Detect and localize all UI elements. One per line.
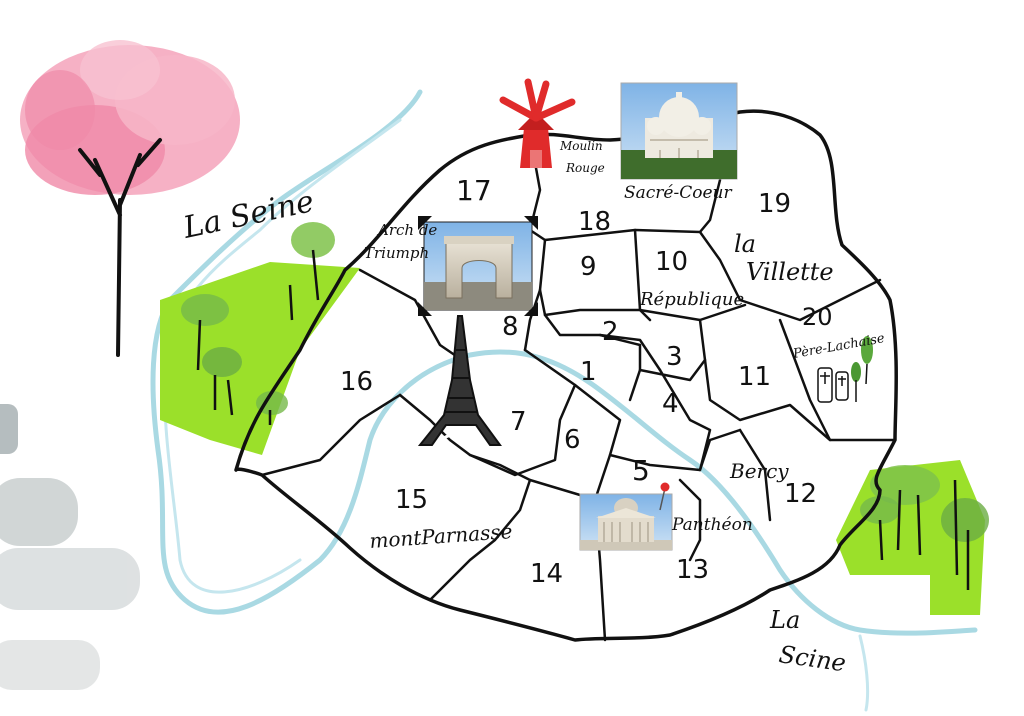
sacre-coeur-photo[interactable] (620, 82, 738, 180)
cemetery-cross-icon (817, 336, 873, 403)
pantheon-photo[interactable] (579, 493, 673, 551)
label-pantheon: Panthéon (671, 515, 753, 535)
river-label-la: La (769, 606, 800, 634)
map-pin-icon[interactable] (659, 482, 670, 511)
district-bercy: Bercy (729, 459, 789, 483)
label-moulin: Moulin (559, 139, 603, 153)
arrondissement-20: 20 (802, 303, 833, 331)
arc-de-triomphe-photo[interactable] (418, 216, 538, 316)
arrondissement-numbers: 1 2 3 4 5 6 7 8 9 10 11 12 13 14 15 16 1… (340, 174, 833, 589)
arrondissement-11: 11 (738, 362, 771, 392)
park-bois-de-vincennes (836, 460, 989, 615)
label-rouge: Rouge (565, 161, 605, 175)
arrondissement-12: 12 (784, 479, 817, 509)
park-bois-de-boulogne (160, 222, 360, 455)
arrondissement-5: 5 (632, 454, 650, 487)
arrondissement-18: 18 (578, 207, 611, 237)
windmill-icon (499, 78, 576, 168)
arrondissement-4: 4 (662, 389, 679, 419)
arrondissement-17: 17 (456, 174, 492, 207)
arrondissement-15: 15 (395, 485, 428, 515)
district-republique: République (639, 289, 744, 310)
label-arch-de: Arch de (376, 221, 437, 239)
eiffel-tower-icon (417, 315, 502, 446)
arrondissement-2: 2 (602, 317, 619, 347)
label-triumph: Triumph (364, 244, 429, 262)
arrondissement-10: 10 (655, 247, 688, 277)
arrondissement-6: 6 (564, 425, 581, 455)
grey-brush-strokes (0, 404, 140, 690)
blossom-tree-icon (20, 40, 240, 357)
district-la: la (734, 230, 756, 258)
arrondissement-1: 1 (580, 357, 597, 387)
label-sacre-coeur: Sacré-Coeur (624, 183, 732, 203)
arrondissement-3: 3 (666, 342, 683, 372)
arrondissement-19: 19 (758, 189, 791, 219)
district-montparnasse: montParnasse (369, 519, 513, 553)
arrondissement-8: 8 (502, 312, 519, 342)
arrondissement-14: 14 (530, 559, 563, 589)
arrondissement-9: 9 (580, 252, 597, 282)
arrondissement-13: 13 (676, 555, 709, 585)
arrondissement-7: 7 (510, 407, 527, 437)
arrondissement-streets (260, 133, 897, 642)
district-villette: Villette (746, 258, 834, 286)
paris-boundary (234, 109, 898, 642)
river-label-scine: Scine (777, 640, 847, 677)
arrondissement-16: 16 (340, 367, 373, 397)
